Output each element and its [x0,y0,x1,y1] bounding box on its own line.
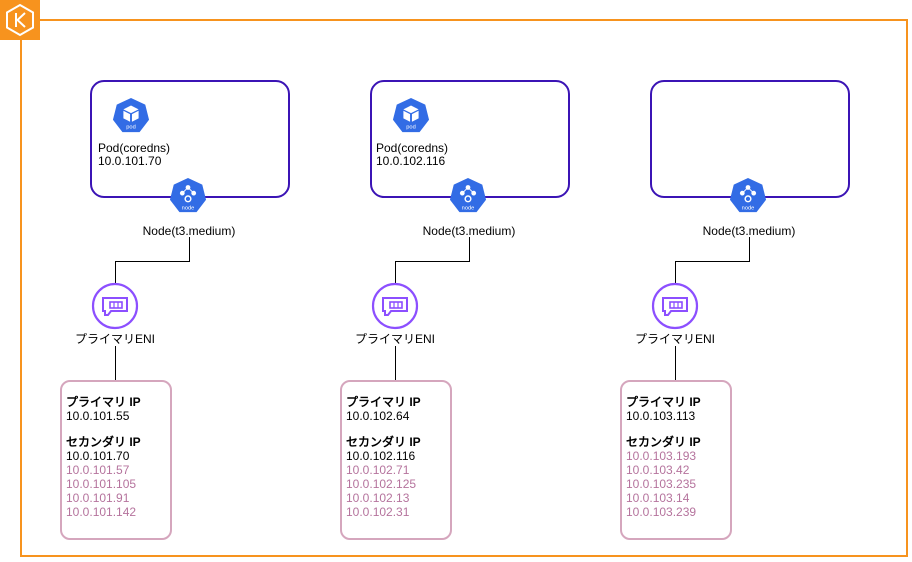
connector-line [395,346,396,380]
secondary-ip: 10.0.101.105 [66,477,137,491]
eni-label: プライマリENI [634,332,715,346]
primary-ip-heading: プライマリ IP [346,395,421,409]
node-label: Node(t3.medium) [702,224,796,238]
pod-name: Pod(coredns) [376,141,449,155]
secondary-ip: 10.0.103.42 [626,463,690,477]
secondary-ip-heading: セカンダリ IP [66,435,141,449]
secondary-ip: 10.0.103.193 [626,449,697,463]
pod-icon: pod [112,97,150,133]
connector-line [675,261,676,283]
secondary-ip: 10.0.101.91 [66,491,130,505]
node-icon: node [169,177,207,213]
svg-text:node: node [182,205,195,211]
eks-cluster-frame [20,19,908,557]
svg-text:node: node [462,205,475,211]
eks-logo-icon [0,0,40,40]
secondary-ip: 10.0.101.70 [66,449,130,463]
primary-ip-heading: プライマリ IP [626,395,701,409]
primary-ip: 10.0.102.64 [346,409,410,423]
secondary-ip: 10.0.103.235 [626,477,697,491]
secondary-ip: 10.0.102.125 [346,477,417,491]
connector-line [675,261,750,262]
eni-label: プライマリENI [354,332,435,346]
ip-box: プライマリ IP 10.0.103.113 セカンダリ IP 10.0.103.… [620,380,732,540]
secondary-ip-heading: セカンダリ IP [346,435,421,449]
pod-name: Pod(coredns) [98,141,171,155]
connector-line [675,346,676,380]
secondary-ip: 10.0.101.142 [66,505,137,519]
primary-ip-heading: プライマリ IP [66,395,141,409]
secondary-ip: 10.0.103.14 [626,491,690,505]
secondary-ip: 10.0.102.13 [346,491,410,505]
pod-ip: 10.0.102.116 [376,154,446,168]
eni-icon [651,282,699,330]
connector-line [395,261,396,283]
secondary-ip: 10.0.102.71 [346,463,410,477]
eni-icon [91,282,139,330]
eni-label: プライマリENI [74,332,155,346]
eni-icon [371,282,419,330]
node-label: Node(t3.medium) [142,224,236,238]
primary-ip: 10.0.103.113 [626,409,696,423]
connector-line [395,261,470,262]
primary-ip: 10.0.101.55 [66,409,130,423]
connector-line [469,237,470,262]
connector-line [115,261,116,283]
node-icon: node [729,177,767,213]
ip-box: プライマリ IP 10.0.101.55 セカンダリ IP 10.0.101.7… [60,380,172,540]
node-label: Node(t3.medium) [422,224,516,238]
secondary-ip: 10.0.101.57 [66,463,130,477]
secondary-ip-heading: セカンダリ IP [626,435,701,449]
pod-ip: 10.0.101.70 [98,154,162,168]
svg-text:pod: pod [406,124,416,130]
ip-box: プライマリ IP 10.0.102.64 セカンダリ IP 10.0.102.1… [340,380,452,540]
secondary-ip: 10.0.102.116 [346,449,416,463]
svg-text:node: node [742,205,755,211]
pod-icon: pod [392,97,430,133]
node-icon: node [449,177,487,213]
secondary-ip: 10.0.102.31 [346,505,410,519]
connector-line [115,346,116,380]
secondary-ip: 10.0.103.239 [626,505,697,519]
connector-line [749,237,750,262]
connector-line [115,261,190,262]
svg-text:pod: pod [126,124,136,130]
connector-line [189,237,190,262]
